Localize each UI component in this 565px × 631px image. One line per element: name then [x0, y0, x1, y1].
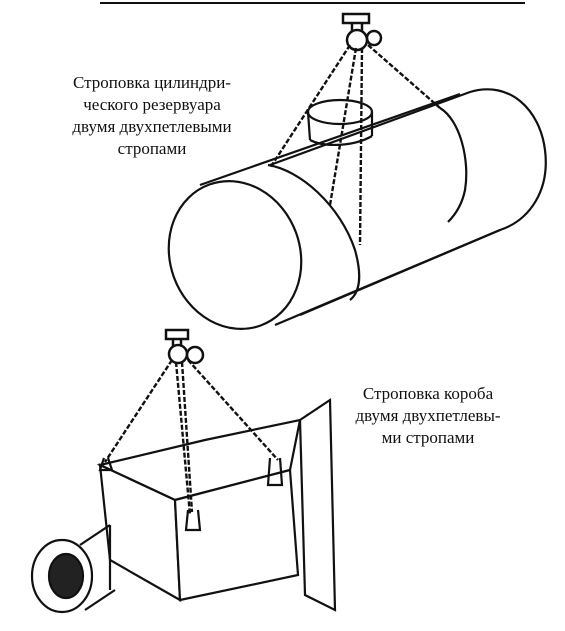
tank-caption-line: ческого резервуара	[83, 95, 221, 114]
box-duct	[30, 397, 337, 614]
two-loop-sling-icon	[268, 44, 441, 246]
tank-caption-line: Строповка цилиндри-	[73, 73, 231, 92]
crane-hook-icon	[341, 12, 383, 52]
box-caption: Строповка короба двумя двухпетлевы- ми с…	[318, 383, 538, 449]
crane-hook-icon	[164, 328, 205, 365]
tank-caption-line: стропами	[117, 139, 187, 158]
box-caption-line: двумя двухпетлевы-	[355, 406, 501, 425]
cylindrical-tank	[167, 88, 547, 331]
tank-caption: Строповка цилиндри- ческого резервуара д…	[22, 72, 282, 160]
tank-caption-line: двумя двухпетлевыми	[72, 117, 232, 136]
shackles	[98, 457, 284, 532]
box-caption-line: ми стропами	[381, 428, 475, 447]
two-loop-sling-icon	[103, 359, 279, 516]
box-caption-line: Строповка короба	[362, 384, 494, 403]
